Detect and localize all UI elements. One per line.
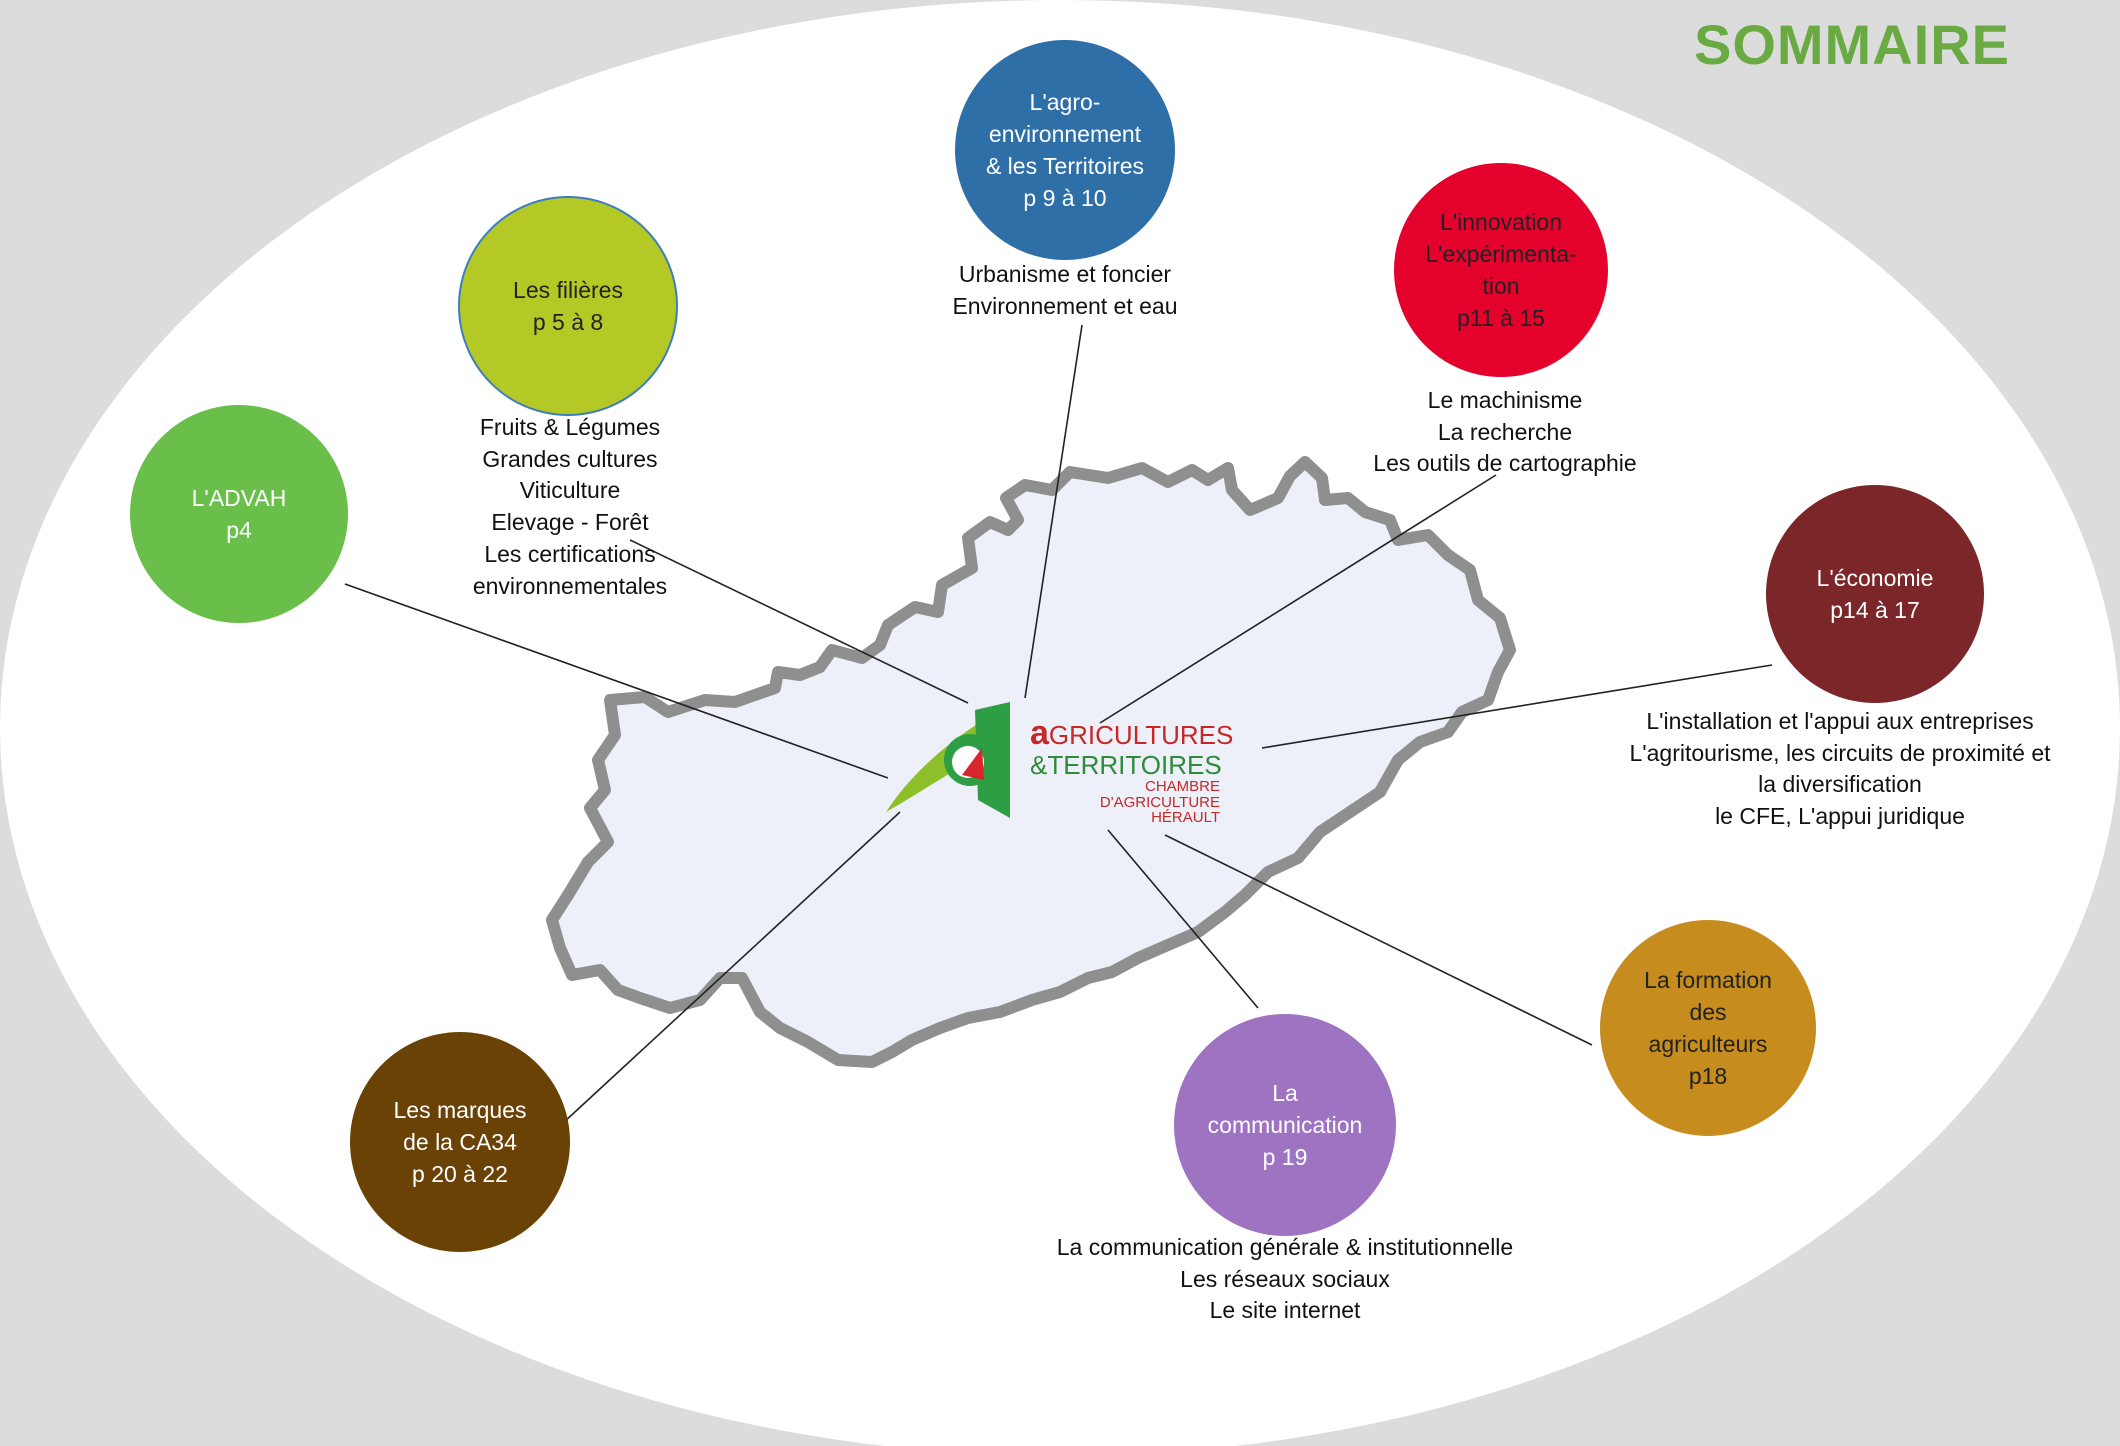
circle-formation-line: agriculteurs [1648, 1031, 1768, 1057]
circle-innovation-line: p11 à 15 [1457, 305, 1545, 332]
circle-innovation-line: L'innovation [1439, 208, 1563, 235]
connector-marques [562, 811, 901, 1124]
topic-item: La recherche [1437, 418, 1573, 445]
connector-innovation [1099, 474, 1497, 724]
logo-line-herault: HÉRAULT [1151, 809, 1220, 827]
connector-filieres [629, 539, 969, 704]
topic-item: Urbanisme et foncier [958, 261, 1172, 287]
topics-innovation: Le machinisme La recherche Les outils de… [1330, 385, 1680, 480]
topic-item: L'agritourisme, les circuits de proximit… [1629, 739, 2051, 766]
topic-item: Viticulture [519, 477, 621, 504]
circle-marques[interactable]: Les marques de la CA34 p 20 à 22 [350, 1032, 570, 1252]
circle-innovation[interactable]: L'innovation L'expérimenta- tion p11 à 1… [1394, 163, 1608, 377]
logo-line-territoires: &TERRITOIRES [1030, 749, 1222, 780]
connector-lines [344, 324, 1773, 1124]
topics-economie: L'installation et l'appui aux entreprise… [1585, 706, 2095, 833]
topic-item: L'installation et l'appui aux entreprise… [1646, 708, 2034, 734]
circle-filieres-line: p 5 à 8 [532, 309, 604, 335]
circle-communication-line: communication [1207, 1111, 1363, 1138]
connector-agro [1024, 324, 1083, 699]
circle-agro-line: L'agro- [1029, 88, 1101, 115]
connector-formation [1164, 834, 1593, 1046]
topic-item: environnementales [472, 572, 668, 599]
circle-economie[interactable]: L'économie p14 à 17 [1766, 485, 1984, 703]
topic-item: Elevage - Forêt [491, 509, 649, 536]
circle-marques-line: p 20 à 22 [412, 1161, 508, 1188]
topic-item: Le site internet [1209, 1297, 1361, 1324]
circle-formation-line: La formation [1644, 966, 1772, 993]
circle-agro-line: & les Territoires [985, 153, 1145, 179]
topics-filieres: Fruits & Légumes Grandes cultures Viticu… [420, 412, 720, 602]
circle-advah-line: p4 [226, 517, 252, 543]
circle-formation[interactable]: La formation des agriculteurs p18 [1600, 920, 1816, 1136]
topics-agro: Urbanisme et foncier Environnement et ea… [900, 259, 1230, 322]
circle-communication-line: La [1272, 1079, 1298, 1106]
topic-item: Le machinisme [1427, 387, 1583, 413]
topic-item: Fruits & Légumes [479, 414, 661, 440]
connector-communication [1107, 829, 1259, 1009]
circle-agro-line: p 9 à 10 [1023, 185, 1107, 212]
topic-item: Les certifications [484, 540, 656, 567]
circle-agro-line: environnement [988, 120, 1142, 147]
logo-line-agricultures: aGRICULTURES [1030, 714, 1234, 752]
circle-advah[interactable]: L'ADVAH p4 [130, 405, 348, 623]
topic-item: Grandes cultures [482, 445, 658, 472]
circle-advah-line: L'ADVAH [191, 484, 287, 511]
topic-item: la diversification [1758, 771, 1922, 798]
topic-item: La communication générale & institutionn… [1056, 1234, 1514, 1260]
circle-filieres-line: Les filières [513, 276, 623, 303]
topic-item: Environnement et eau [952, 292, 1178, 319]
circle-agro[interactable]: L'agro- environnement & les Territoires … [955, 40, 1175, 260]
logo-line-chambre: CHAMBRE D'AGRICULTURE [1099, 777, 1220, 811]
connector-economie [1261, 664, 1773, 749]
circle-formation-line: des [1689, 998, 1727, 1025]
topic-item: le CFE, L'appui juridique [1715, 803, 1965, 830]
circle-economie-line: p14 à 17 [1830, 597, 1920, 623]
circle-communication-line: p 19 [1262, 1144, 1308, 1171]
circle-filieres[interactable]: Les filières p 5 à 8 [458, 196, 678, 416]
circle-communication[interactable]: La communication p 19 [1174, 1014, 1396, 1236]
circle-marques-line: de la CA34 [403, 1128, 517, 1155]
circle-marques-line: Les marques [393, 1096, 527, 1123]
topics-communication: La communication générale & institutionn… [1010, 1232, 1560, 1327]
topic-item: Les réseaux sociaux [1180, 1265, 1390, 1292]
circle-formation-line: p18 [1688, 1063, 1728, 1090]
page-title: SOMMAIRE [1694, 13, 2010, 76]
circle-economie-line: L'économie [1816, 564, 1934, 591]
chamber-of-agriculture-logo-icon [886, 702, 1010, 818]
topic-item: Les outils de cartographie [1373, 450, 1637, 477]
circle-innovation-line: tion [1482, 273, 1520, 299]
connector-advah [344, 583, 889, 779]
logo-text: aGRICULTURES &TERRITOIRES CHAMBRE D'AGRI… [1030, 714, 1234, 827]
circle-innovation-line: L'expérimenta- [1425, 240, 1577, 267]
